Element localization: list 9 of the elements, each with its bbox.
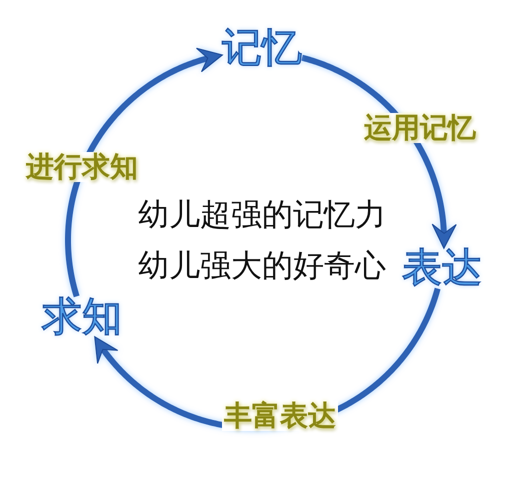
center-caption: 幼儿强大的好奇心	[138, 249, 386, 284]
center-caption: 幼儿超强的记忆力	[138, 198, 386, 232]
stage-label: 表达	[402, 248, 482, 288]
edge-label: 运用记忆	[362, 112, 478, 144]
stage-label: 记忆	[222, 28, 302, 68]
cycle-arrow	[94, 287, 440, 431]
cycle-arrow	[65, 48, 223, 298]
edge-label: 丰富表达	[222, 400, 338, 432]
stage-label: 求知	[42, 297, 122, 337]
